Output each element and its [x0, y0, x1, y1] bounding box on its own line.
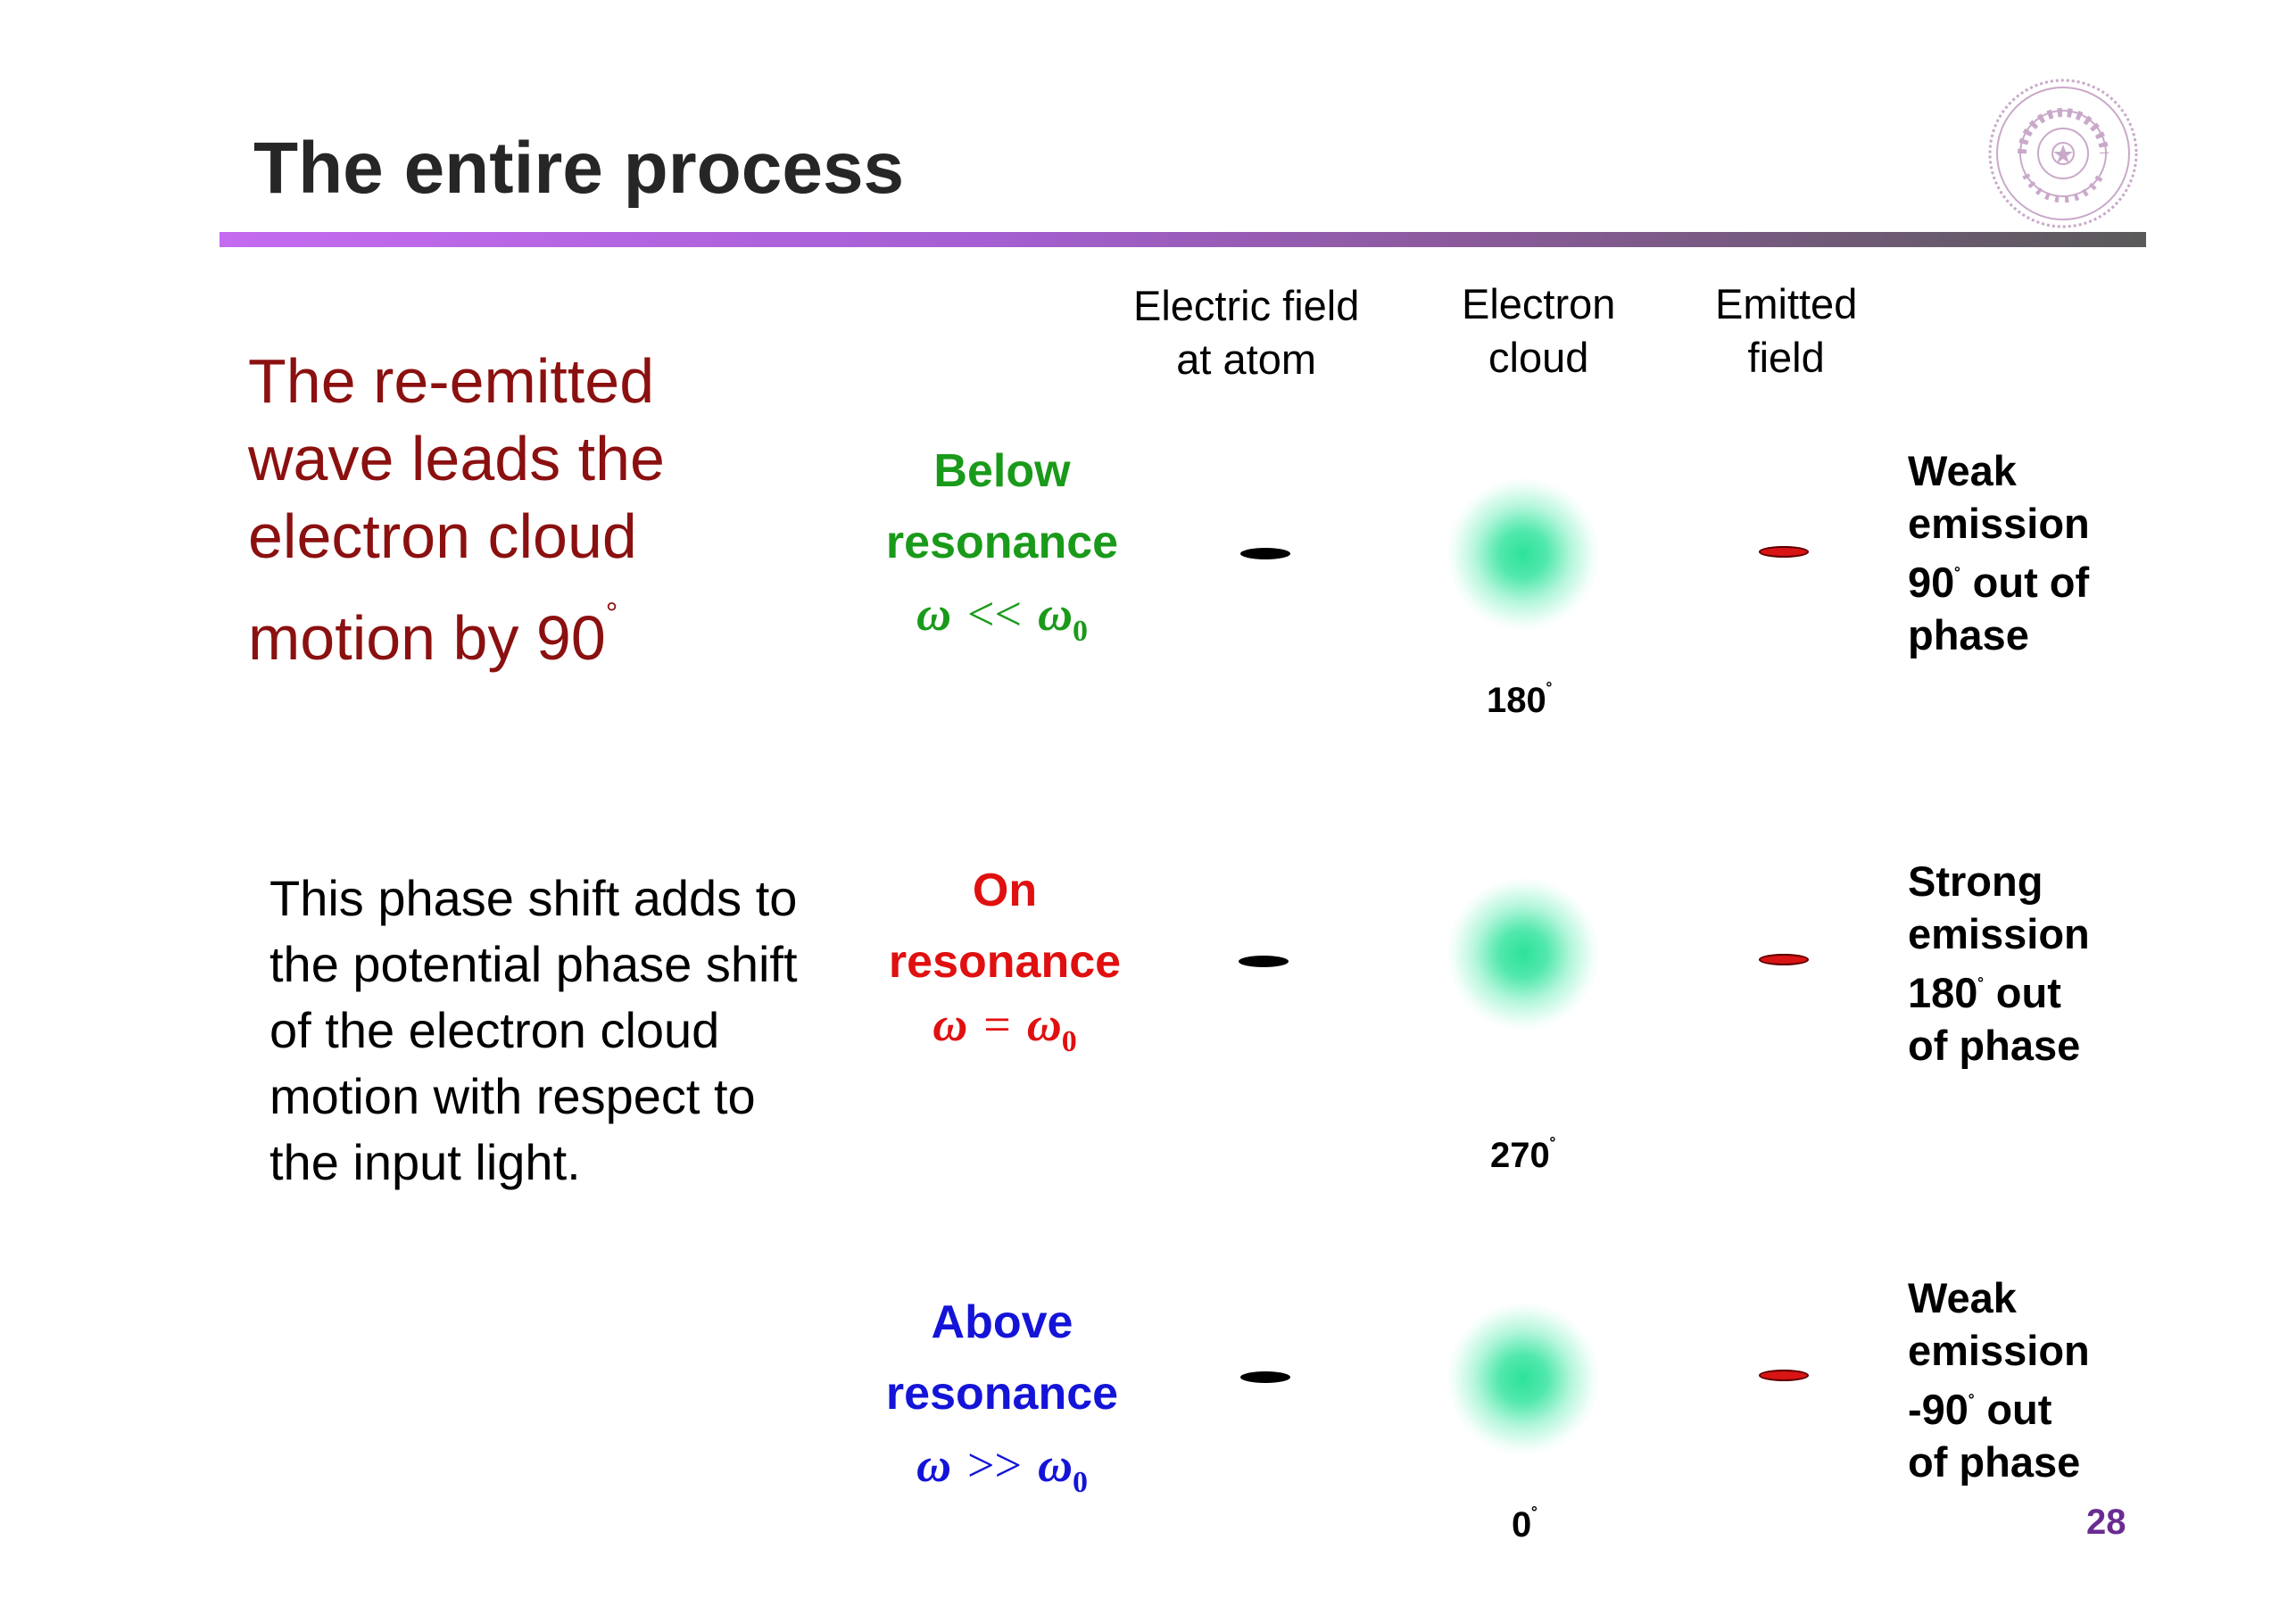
lead-statement: The re-emitted wave leads the electron c…	[248, 343, 783, 677]
degree-mark: °	[605, 597, 618, 631]
emitted-field-marker	[1759, 1370, 1809, 1381]
row-label-above-resonance: Above resonance ω>>ω0	[824, 1287, 1181, 1519]
desc-line: phase	[1908, 611, 2029, 658]
relation-operator: <<	[967, 587, 1022, 641]
frequency-relation: ω=ω0	[826, 998, 1183, 1069]
omega-symbol: ω	[916, 1438, 952, 1492]
title-underline	[220, 232, 2146, 247]
cloud-phase-label: 180˚	[1487, 680, 1553, 721]
desc-line: Weak	[1908, 447, 2017, 494]
phase-shift-explanation: This phase shift adds to the potential p…	[269, 870, 798, 1190]
column-header-electric-field: Electric field at atom	[1133, 279, 1359, 386]
omega0-subscript: 0	[1061, 1024, 1077, 1058]
column-header-line: Electron	[1462, 280, 1616, 327]
electron-cloud-glow	[1447, 478, 1599, 630]
phase-value: 180	[1487, 681, 1546, 720]
phase-value: 270	[1490, 1136, 1550, 1175]
row-label-line: resonance	[885, 1368, 1119, 1420]
degree-mark: ˚	[1977, 975, 1985, 998]
omega-symbol: ω	[916, 587, 952, 641]
degree-mark: ˚	[1546, 680, 1554, 702]
electron-cloud-glow	[1447, 878, 1599, 1030]
omega0-subscript: 0	[1073, 1465, 1089, 1499]
frequency-relation: ω<<ω0	[824, 578, 1181, 667]
omega0-symbol: ω	[1037, 1438, 1073, 1492]
omega0-symbol: ω	[1026, 998, 1062, 1051]
omega-symbol: ω	[932, 998, 968, 1051]
column-header-line: cloud	[1488, 334, 1589, 381]
row-label-line: resonance	[885, 517, 1119, 568]
desc-line: -90˚ out	[1908, 1377, 2140, 1436]
degree-mark: ˚	[1968, 1392, 1976, 1414]
emitted-field-marker	[1759, 954, 1809, 965]
omega0-symbol: ω	[1037, 587, 1073, 641]
degree-mark: ˚	[1549, 1135, 1557, 1157]
slide-title: The entire process	[253, 128, 905, 209]
desc-phase-suffix: out	[1984, 969, 2061, 1016]
desc-line: 180˚ out	[1908, 960, 2140, 1019]
desc-line: Strong	[1908, 857, 2043, 905]
desc-line: of phase	[1908, 1438, 2081, 1486]
row-label-line: Below	[933, 445, 1071, 497]
emission-description-above: Weak emission -90˚ out of phase	[1908, 1271, 2140, 1488]
phase-value: 0	[1512, 1505, 1532, 1544]
row-label-below-resonance: Below resonance ω<<ω0	[824, 435, 1181, 667]
relation-operator: =	[983, 998, 1011, 1051]
column-header-line: at atom	[1176, 335, 1317, 383]
desc-line: 90˚ out of	[1908, 550, 2140, 609]
frequency-relation: ω>>ω0	[824, 1429, 1181, 1519]
electric-field-marker	[1239, 956, 1289, 967]
omega0-subscript: 0	[1073, 614, 1089, 648]
desc-phase-suffix: out of	[1960, 559, 2090, 606]
electric-field-marker	[1240, 1371, 1290, 1383]
column-header-line: Electric field	[1133, 282, 1360, 329]
desc-phase: 180	[1908, 969, 1978, 1016]
electric-field-marker	[1240, 548, 1290, 559]
cloud-phase-label: 270˚	[1490, 1135, 1556, 1176]
desc-line: emission	[1908, 500, 2090, 547]
column-header-electron-cloud: Electron cloud	[1462, 277, 1615, 385]
electron-cloud-glow	[1447, 1303, 1599, 1454]
relation-operator: >>	[967, 1438, 1022, 1492]
page-number: 28	[2086, 1503, 2126, 1542]
emission-description-on: Strong emission 180˚ out of phase	[1908, 855, 2140, 1072]
desc-line: of phase	[1908, 1022, 2081, 1069]
university-seal-icon	[1988, 79, 2138, 228]
desc-phase: 90	[1908, 559, 1955, 606]
row-label-line: Above	[931, 1296, 1073, 1348]
desc-line: emission	[1908, 910, 2090, 957]
lead-statement-text: The re-emitted wave leads the electron c…	[248, 346, 665, 673]
row-label-on-resonance: On resonance ω=ω0	[826, 855, 1183, 1069]
desc-line: Weak	[1908, 1274, 2017, 1321]
desc-phase-suffix: out	[1975, 1386, 2052, 1433]
degree-mark: ˚	[1954, 565, 1961, 587]
emitted-field-marker	[1759, 546, 1809, 558]
row-label-line: On	[972, 865, 1038, 916]
column-header-emitted-field: Emitted field	[1715, 277, 1857, 385]
column-header-line: Emitted	[1715, 280, 1858, 327]
column-header-line: field	[1747, 334, 1825, 381]
desc-phase: -90	[1908, 1386, 1969, 1433]
emission-description-below: Weak emission 90˚ out of phase	[1908, 444, 2140, 661]
row-label-line: resonance	[888, 936, 1122, 988]
degree-mark: ˚	[1531, 1504, 1538, 1527]
desc-line: emission	[1908, 1327, 2090, 1374]
cloud-phase-label: 0˚	[1512, 1504, 1538, 1545]
